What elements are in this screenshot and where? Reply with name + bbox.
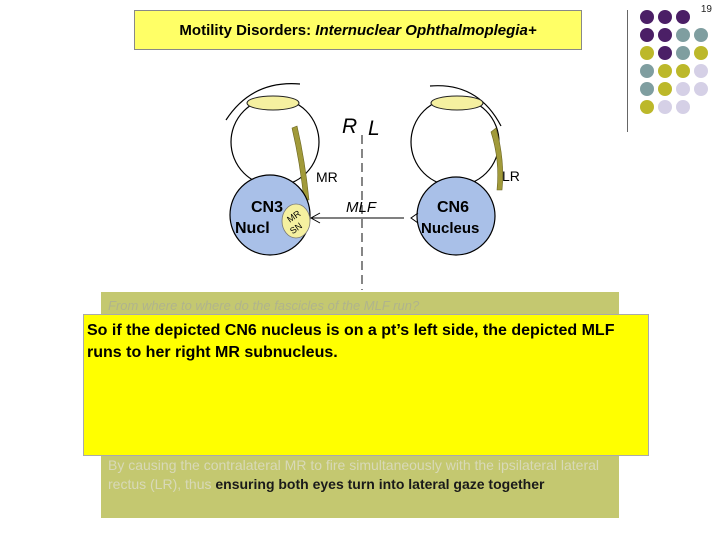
dot-lavender bbox=[694, 64, 708, 78]
title-main: Motility Disorders: bbox=[179, 21, 312, 39]
cn3-nucl-label: Nucl bbox=[235, 220, 270, 237]
dot-lavender bbox=[694, 82, 708, 96]
dot-teal bbox=[694, 28, 708, 42]
cn6-notch bbox=[410, 212, 419, 224]
dot-purple bbox=[676, 10, 690, 24]
mlf-arrowhead bbox=[309, 212, 321, 224]
dot-lavender bbox=[676, 100, 690, 114]
left-cornea bbox=[430, 95, 484, 111]
dot-purple bbox=[640, 10, 654, 24]
cn6-nucleus: CN6 Nucleus bbox=[410, 176, 496, 256]
faded-question: From where to where do the fascicles of … bbox=[108, 298, 420, 313]
side-label-r: R bbox=[342, 115, 357, 138]
slide-title: Motility Disorders: Internuclear Ophthal… bbox=[134, 10, 582, 50]
dot-purple bbox=[658, 46, 672, 60]
title-italic: Internuclear Ophthalmoplegia+ bbox=[315, 21, 537, 39]
explanation-emphasis: ensuring both eyes turn into lateral gaz… bbox=[215, 476, 545, 492]
left-lateral-rectus bbox=[490, 127, 504, 191]
cn6-label: CN6 bbox=[437, 199, 469, 216]
cn6-nucleus-label: Nucleus bbox=[421, 220, 479, 237]
dot-teal bbox=[676, 28, 690, 42]
mr-subnucleus bbox=[281, 203, 311, 239]
dot-purple bbox=[658, 10, 672, 24]
left-eye bbox=[410, 85, 504, 191]
right-eye-bulge bbox=[225, 83, 301, 121]
dot-olive bbox=[640, 100, 654, 114]
dot-teal bbox=[640, 64, 654, 78]
cn3-nucleus: CN3 Nucl MR SN bbox=[229, 174, 311, 256]
lr-label: LR bbox=[502, 168, 520, 184]
mr-label: MR bbox=[316, 169, 338, 185]
right-eye bbox=[225, 83, 320, 201]
dot-teal bbox=[676, 46, 690, 60]
mlf-label: MLF bbox=[346, 199, 377, 216]
dot-purple bbox=[640, 28, 654, 42]
decorative-dot-grid bbox=[638, 10, 718, 118]
left-eye-bulge bbox=[429, 85, 502, 127]
dot-teal bbox=[640, 82, 654, 96]
dot-olive bbox=[694, 46, 708, 60]
answer-panel bbox=[83, 314, 649, 456]
cn6-nucleus-circle bbox=[416, 176, 496, 256]
side-label-l: L bbox=[368, 117, 380, 140]
right-cornea bbox=[246, 95, 300, 111]
cn3-label: CN3 bbox=[251, 199, 283, 216]
right-medial-rectus bbox=[291, 125, 310, 201]
answer-text: So if the depicted CN6 nucleus is on a p… bbox=[87, 322, 615, 361]
explanation-text: By causing the contralateral MR to fire … bbox=[108, 456, 608, 494]
dot-lavender bbox=[658, 100, 672, 114]
dot-olive bbox=[658, 64, 672, 78]
dot-lavender bbox=[676, 82, 690, 96]
explanation-part-1: By causing the contralateral MR to fire … bbox=[108, 457, 600, 492]
dot-olive bbox=[676, 64, 690, 78]
dot-olive bbox=[658, 82, 672, 96]
decorative-divider bbox=[627, 10, 628, 132]
left-eyeball bbox=[410, 97, 500, 187]
dot-purple bbox=[658, 28, 672, 42]
slide-number: 19 bbox=[700, 4, 712, 15]
dot-olive bbox=[640, 46, 654, 60]
